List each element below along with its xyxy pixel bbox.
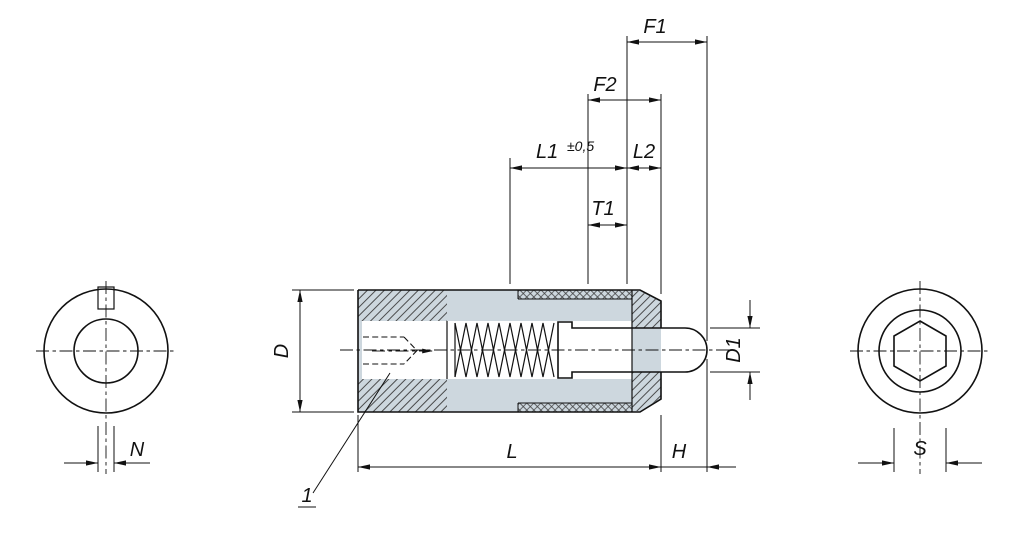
thrust-pin: [557, 321, 708, 379]
l2-label: L2: [633, 141, 655, 163]
hatch-left-bottom: [358, 379, 447, 412]
dimension-l: L: [358, 441, 661, 470]
body-outline-bottom: [357, 290, 662, 413]
thread-zone: [517, 290, 632, 412]
hatch-cap-top: [632, 291, 661, 328]
dimension-d1: D1: [710, 300, 760, 400]
dimensions: F1 F2 L1 ±0,5 L2 T1: [271, 16, 760, 508]
hex-socket-hidden-lines: [363, 336, 433, 365]
thread-band-bottom: [518, 403, 632, 412]
socket-hidden-cone: [403, 336, 418, 365]
item-leader: 1: [298, 372, 391, 508]
item-number-label: 1: [301, 485, 312, 507]
s-label: S: [913, 438, 927, 460]
d1-label: D1: [723, 337, 745, 363]
dimension-n: N: [64, 426, 150, 472]
hatch-left-top: [358, 290, 447, 321]
h-label: H: [672, 441, 687, 463]
section-hatching: [358, 290, 661, 412]
dimension-t1: T1: [588, 198, 627, 228]
section-view: [340, 289, 730, 413]
l-label: L: [506, 441, 517, 463]
dimension-l1-l2: L1 ±0,5 L2: [510, 138, 661, 171]
leader-line: [312, 372, 391, 494]
dimension-h: H: [661, 441, 736, 470]
dimension-f1: F1: [627, 16, 707, 45]
f1-label: F1: [643, 16, 666, 38]
l1-label: L1: [536, 141, 558, 163]
l1-tolerance-label: ±0,5: [567, 138, 594, 154]
body-outline-top: [358, 289, 662, 328]
d-label: D: [271, 344, 293, 358]
dimension-s: S: [858, 428, 982, 472]
dimension-f2: F2: [588, 74, 661, 103]
t1-label: T1: [591, 198, 614, 220]
left-end-view: N: [36, 281, 176, 474]
hatch-cap-bottom: [632, 372, 661, 411]
f2-label: F2: [593, 74, 616, 96]
n-label: N: [130, 439, 145, 461]
thread-band-top: [518, 290, 632, 299]
dimension-d: D: [271, 289, 354, 413]
right-end-view: S: [850, 281, 990, 474]
